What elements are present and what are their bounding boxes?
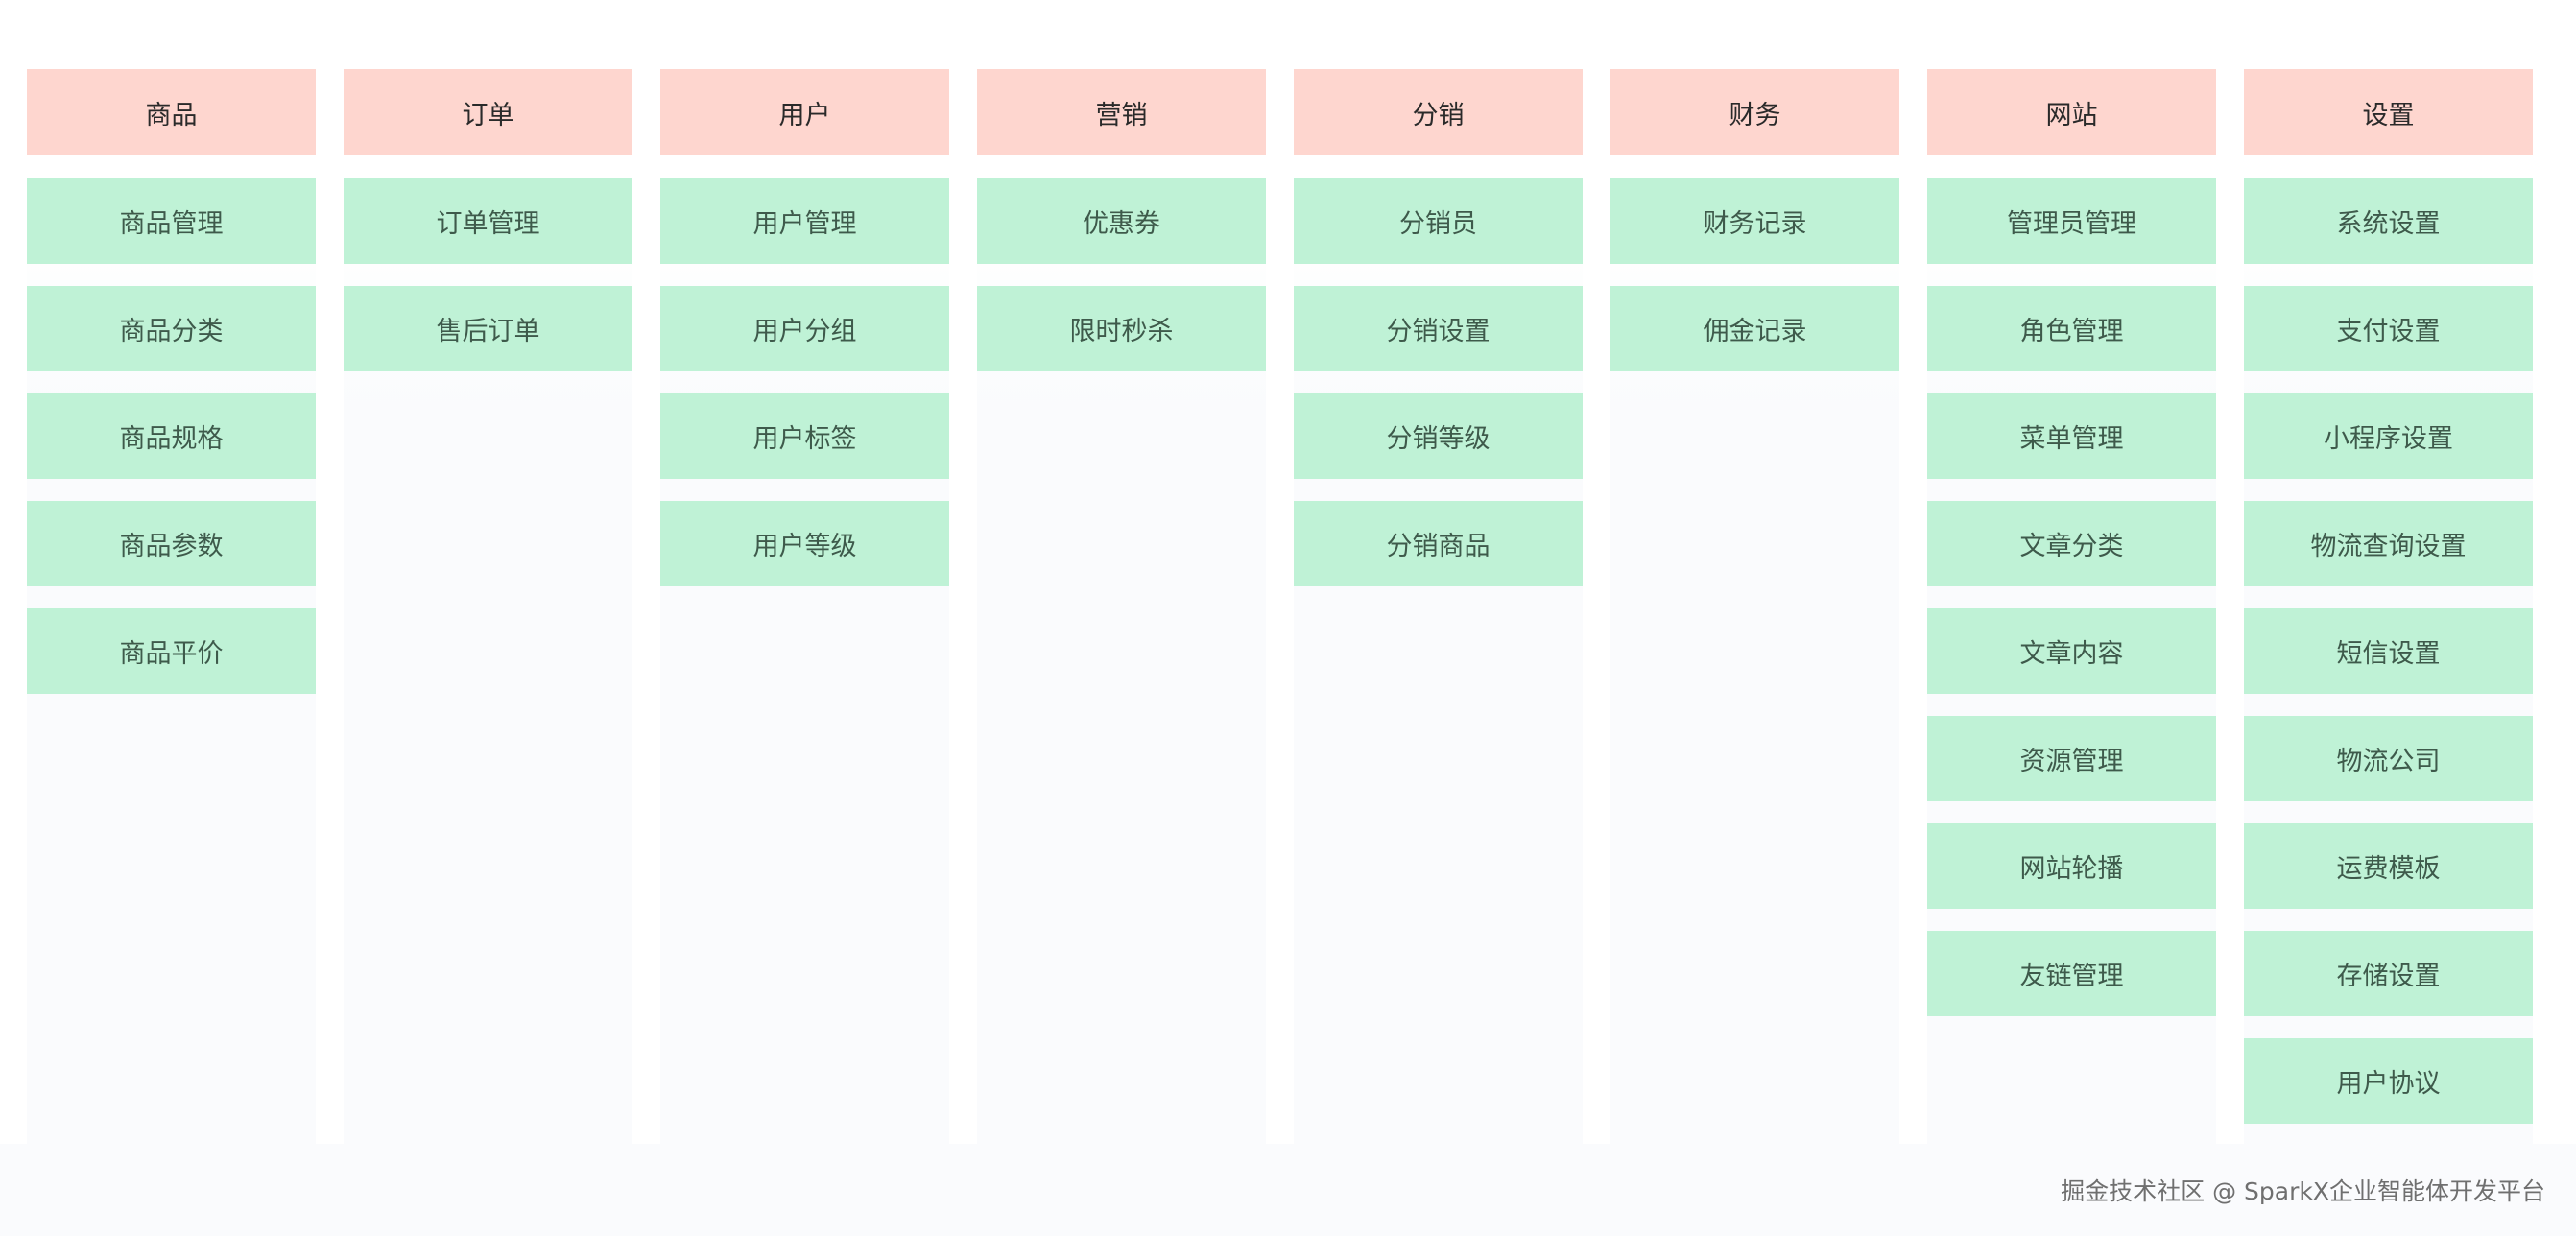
menu-column: 用户用户管理用户分组用户标签用户等级	[660, 69, 949, 1144]
menu-item[interactable]: 菜单管理	[1927, 393, 2216, 479]
menu-item[interactable]: 商品参数	[27, 501, 316, 586]
watermark: 掘金技术社区 @ SparkX企业智能体开发平台	[2061, 1177, 2545, 1205]
menu-item[interactable]: 系统设置	[2244, 178, 2533, 264]
menu-item[interactable]: 商品管理	[27, 178, 316, 264]
menu-item[interactable]: 支付设置	[2244, 286, 2533, 371]
menu-item[interactable]: 友链管理	[1927, 931, 2216, 1016]
menu-item[interactable]: 角色管理	[1927, 286, 2216, 371]
menu-item[interactable]: 分销员	[1294, 178, 1583, 264]
menu-column: 商品商品管理商品分类商品规格商品参数商品平价	[27, 69, 316, 1144]
menu-item[interactable]: 分销商品	[1294, 501, 1583, 586]
menu-item[interactable]: 管理员管理	[1927, 178, 2216, 264]
menu-item[interactable]: 短信设置	[2244, 608, 2533, 694]
menu-item[interactable]: 文章分类	[1927, 501, 2216, 586]
column-header: 营销	[977, 69, 1266, 155]
menu-item[interactable]: 商品分类	[27, 286, 316, 371]
menu-item[interactable]: 小程序设置	[2244, 393, 2533, 479]
menu-item[interactable]: 物流公司	[2244, 716, 2533, 801]
column-header: 设置	[2244, 69, 2533, 155]
column-header: 用户	[660, 69, 949, 155]
menu-item[interactable]: 订单管理	[344, 178, 632, 264]
menu-column: 设置系统设置支付设置小程序设置物流查询设置短信设置物流公司运费模板存储设置用户协…	[2244, 69, 2533, 1144]
menu-item[interactable]: 商品平价	[27, 608, 316, 694]
column-header: 财务	[1610, 69, 1899, 155]
menu-item[interactable]: 用户协议	[2244, 1038, 2533, 1124]
column-header: 分销	[1294, 69, 1583, 155]
menu-item[interactable]: 财务记录	[1610, 178, 1899, 264]
menu-item[interactable]: 用户分组	[660, 286, 949, 371]
menu-column: 订单订单管理售后订单	[344, 69, 632, 1144]
menu-item[interactable]: 物流查询设置	[2244, 501, 2533, 586]
menu-column: 分销分销员分销设置分销等级分销商品	[1294, 69, 1583, 1144]
menu-item[interactable]: 分销设置	[1294, 286, 1583, 371]
menu-item[interactable]: 存储设置	[2244, 931, 2533, 1016]
menu-item[interactable]: 资源管理	[1927, 716, 2216, 801]
menu-item[interactable]: 用户管理	[660, 178, 949, 264]
menu-item[interactable]: 用户标签	[660, 393, 949, 479]
menu-item[interactable]: 优惠券	[977, 178, 1266, 264]
menu-item[interactable]: 运费模板	[2244, 823, 2533, 909]
menu-item[interactable]: 佣金记录	[1610, 286, 1899, 371]
menu-item[interactable]: 文章内容	[1927, 608, 2216, 694]
menu-item[interactable]: 商品规格	[27, 393, 316, 479]
menu-column: 营销优惠券限时秒杀	[977, 69, 1266, 1144]
menu-item[interactable]: 限时秒杀	[977, 286, 1266, 371]
bottom-band	[0, 1144, 2576, 1236]
menu-column: 网站管理员管理角色管理菜单管理文章分类文章内容资源管理网站轮播友链管理	[1927, 69, 2216, 1144]
menu-item[interactable]: 分销等级	[1294, 393, 1583, 479]
column-header: 订单	[344, 69, 632, 155]
column-header: 商品	[27, 69, 316, 155]
column-header: 网站	[1927, 69, 2216, 155]
menu-item[interactable]: 售后订单	[344, 286, 632, 371]
menu-column: 财务财务记录佣金记录	[1610, 69, 1899, 1144]
menu-item[interactable]: 网站轮播	[1927, 823, 2216, 909]
menu-item[interactable]: 用户等级	[660, 501, 949, 586]
